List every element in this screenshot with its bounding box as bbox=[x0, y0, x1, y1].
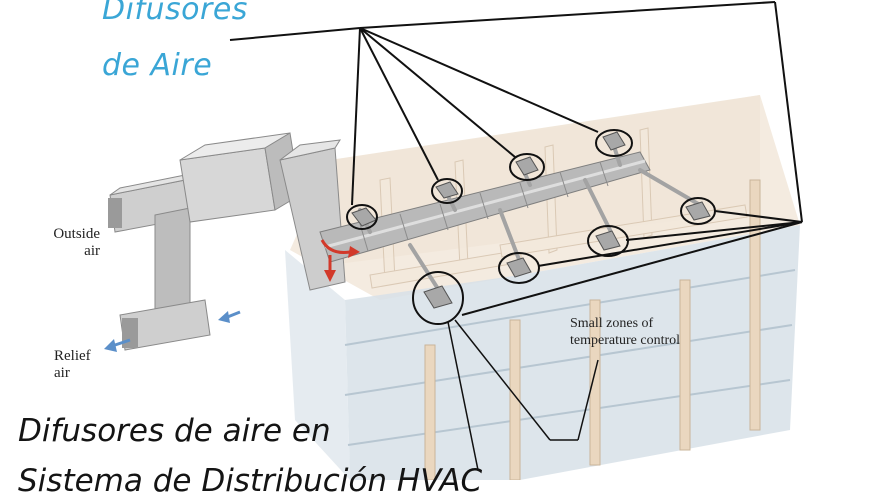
relief-air-label-line-1: Relief bbox=[54, 348, 91, 364]
diffuser-2 bbox=[435, 181, 459, 199]
title-leader-lines bbox=[229, 1, 803, 316]
small-zones-label-line-1: Small zones of bbox=[570, 316, 654, 331]
zones-leader-lines bbox=[447, 319, 599, 471]
airflow-arrows bbox=[104, 239, 360, 352]
relief-air-label: Relief air bbox=[54, 348, 91, 382]
title-line-1: Difusores bbox=[102, 0, 248, 27]
hvac-diagram bbox=[104, 1, 803, 480]
diffuser-4 bbox=[602, 131, 626, 151]
outside-air-label: Outside air bbox=[38, 226, 100, 260]
diffuser-7 bbox=[506, 257, 532, 278]
title-line-2: de Aire bbox=[102, 48, 213, 83]
diffuser-8 bbox=[423, 285, 453, 309]
diffuser-callout-circles bbox=[346, 129, 716, 325]
small-zones-label-line-2: temperature control bbox=[570, 333, 681, 348]
outside-air-label-line-2: air bbox=[84, 243, 100, 259]
outside-air-label-line-1: Outside bbox=[53, 226, 100, 242]
diffuser-3 bbox=[515, 156, 539, 176]
diffuser-5 bbox=[685, 201, 711, 221]
building bbox=[285, 95, 800, 480]
relief-air-label-line-2: air bbox=[54, 365, 70, 381]
caption-line-2: Sistema de Distribución HVAC bbox=[18, 463, 483, 499]
diffusers bbox=[351, 131, 711, 309]
diffuser-6 bbox=[595, 230, 621, 251]
small-zones-label: Small zones of temperature control bbox=[570, 315, 680, 349]
caption-line-1: Difusores de aire en bbox=[18, 413, 331, 449]
